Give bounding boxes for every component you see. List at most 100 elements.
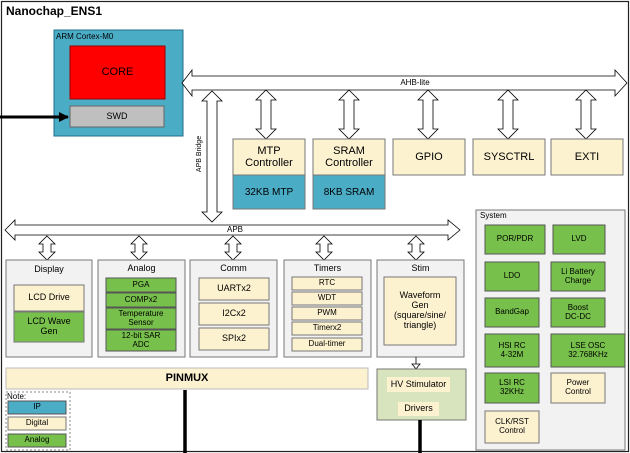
legend-title: Note: xyxy=(7,391,27,401)
apb-bridge-label: APB Bridge xyxy=(196,135,203,173)
exti-label: EXTI xyxy=(574,150,600,163)
lcd-drive-box xyxy=(13,284,85,312)
sram-controller-box xyxy=(312,138,386,176)
uart-box xyxy=(198,277,270,301)
legend-digital-label: Digital xyxy=(25,418,49,428)
system-label-1: POR/PDR xyxy=(496,234,534,244)
adc-label: 12-bit SAR ADC xyxy=(121,330,161,349)
cpu-title: ARM Cortex-M0 xyxy=(56,31,114,41)
stim-hv-arrowhead xyxy=(411,363,421,370)
sram-controller-label: SRAM Controller xyxy=(325,144,373,169)
mtp-memory-box xyxy=(232,174,306,210)
hv-line1-label: HV Stimulator xyxy=(390,378,447,389)
system-box-2 xyxy=(552,224,606,255)
apb-bridge xyxy=(201,90,223,223)
system-label-2: LVD xyxy=(571,234,587,244)
system-label-5: BandGap xyxy=(495,307,529,317)
system-title: System xyxy=(480,211,507,221)
system-label-4: Li Battery Charge xyxy=(561,266,595,285)
rtc-label: RTC xyxy=(318,278,336,288)
system-label-11: CLK/RST Control xyxy=(495,417,529,435)
system-label-8: LSE OSC 32.768KHz xyxy=(568,340,608,359)
system-box-10 xyxy=(550,372,606,404)
dual-timer-label: Dual-timer xyxy=(308,339,346,349)
legend-analog-swatch xyxy=(7,433,67,448)
gpio-label: GPIO xyxy=(415,150,443,163)
sram-memory-box xyxy=(312,174,386,210)
i2c-box xyxy=(198,302,270,326)
adc-box xyxy=(105,329,177,352)
timerx2-box xyxy=(291,321,363,336)
hv-line2-label: Drivers xyxy=(404,403,433,414)
system-label-3: LDO xyxy=(503,271,521,281)
lcd-drive-label: LCD Drive xyxy=(28,292,70,303)
pga-box xyxy=(105,277,177,293)
core-label: CORE xyxy=(101,66,134,79)
pwm-label: PWM xyxy=(317,308,337,318)
sram-memory-label: 8KB SRAM xyxy=(323,186,375,198)
pga-label: PGA xyxy=(132,279,150,289)
system-box-3 xyxy=(484,261,540,292)
pinmux-bar xyxy=(5,367,369,390)
system-label-6: Boost DC-DC xyxy=(565,302,591,321)
comm-title: Comm xyxy=(220,263,247,274)
mtp-controller-label: MTP Controller xyxy=(245,144,293,169)
wdt-box xyxy=(291,291,363,306)
system-box-5 xyxy=(484,297,540,328)
comp-label: COMPx2 xyxy=(124,294,158,304)
uart-label: UARTx2 xyxy=(217,283,251,294)
i2c-label: I2Cx2 xyxy=(222,308,246,319)
core-box xyxy=(69,45,166,100)
sysctrl-box xyxy=(472,138,546,176)
system-label-10: Power Control xyxy=(565,378,591,396)
system-box-4 xyxy=(550,261,606,292)
ahb-label: AHB-lite xyxy=(400,77,430,87)
legend-analog-label: Analog xyxy=(24,435,50,445)
temp-box xyxy=(105,307,177,330)
sysctrl-label: SYSCTRL xyxy=(483,150,535,163)
rtc-box xyxy=(291,276,363,291)
pinmux-label: PINMUX xyxy=(165,372,209,385)
system-box-7 xyxy=(484,333,540,368)
swd-box xyxy=(69,105,165,128)
apb-label: APB xyxy=(226,224,243,234)
timers-title: Timers xyxy=(313,263,342,274)
system-box-6 xyxy=(550,297,606,328)
mtp-memory-label: 32KB MTP xyxy=(244,186,294,198)
swd-label: SWD xyxy=(106,110,128,121)
mtp-controller-box xyxy=(232,138,306,176)
dual-timer-box xyxy=(291,337,363,352)
analog-title: Analog xyxy=(127,263,156,274)
legend-ip-swatch xyxy=(7,400,67,415)
gpio-box xyxy=(392,138,466,176)
system-box-9 xyxy=(484,372,540,404)
stim-title: Stim xyxy=(411,263,430,274)
display-title: Display xyxy=(34,264,64,275)
system-box-1 xyxy=(484,224,546,255)
diagram-title: Nanochap_ENS1 xyxy=(6,4,103,19)
waveform-gen-label: Waveform Gen (square/sine/ triangle) xyxy=(393,290,447,330)
lcd-wave-box xyxy=(13,311,85,343)
temp-label: Temperature Sensor xyxy=(118,308,164,327)
apb-bus xyxy=(4,219,461,241)
spi-box xyxy=(198,327,270,351)
waveform-gen-box xyxy=(383,276,457,346)
spi-label: SPIx2 xyxy=(221,333,246,344)
hv-line1-bg xyxy=(387,377,450,392)
system-label-9: LSI RC 32KHz xyxy=(499,378,525,396)
ahb-bus xyxy=(181,68,628,98)
hv-line2-bg xyxy=(398,402,439,416)
legend-ip-label: IP xyxy=(33,402,41,412)
pwm-box xyxy=(291,306,363,321)
lcd-wave-label: LCD Wave Gen xyxy=(27,316,71,336)
timerx2-label: Timerx2 xyxy=(312,323,342,333)
exti-box xyxy=(550,138,624,176)
comp-box xyxy=(105,292,177,308)
system-box-11 xyxy=(484,410,540,444)
apb-connectors xyxy=(38,235,425,261)
legend-digital-swatch xyxy=(7,416,67,431)
wdt-label: WDT xyxy=(317,293,337,303)
system-label-7: HSI RC 4-32M xyxy=(498,340,526,359)
